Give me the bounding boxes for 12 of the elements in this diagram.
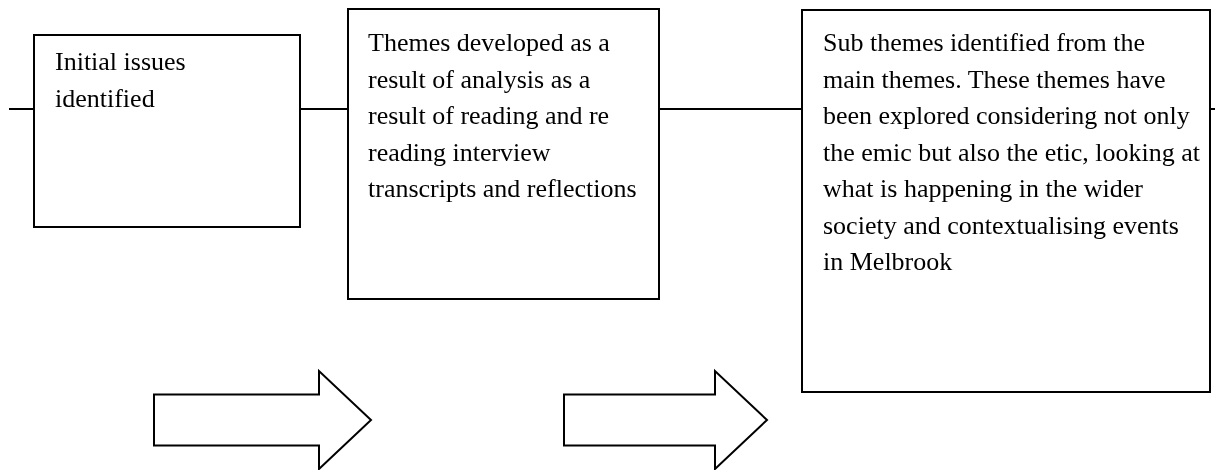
block-arrow <box>153 368 373 470</box>
connector-line <box>8 108 34 110</box>
box-text: Themes developed as a result of analysis as a result of reading and re reading interview transcripts and reflections <box>368 27 638 205</box>
block-arrow <box>563 368 769 470</box>
process-box <box>347 8 660 300</box>
connector-line <box>300 108 348 110</box>
process-box <box>33 34 301 228</box>
box-text: Sub themes identified from the main themes. These themes have been explored considering not only the emic but also the etic, looking at what is happening in the wider society and contextualising events in Melbrook <box>823 27 1201 278</box>
process-box <box>801 9 1211 393</box>
connector-line <box>1210 108 1215 110</box>
connector-line <box>659 108 802 110</box>
box-text: Initial issues identified <box>55 46 187 115</box>
